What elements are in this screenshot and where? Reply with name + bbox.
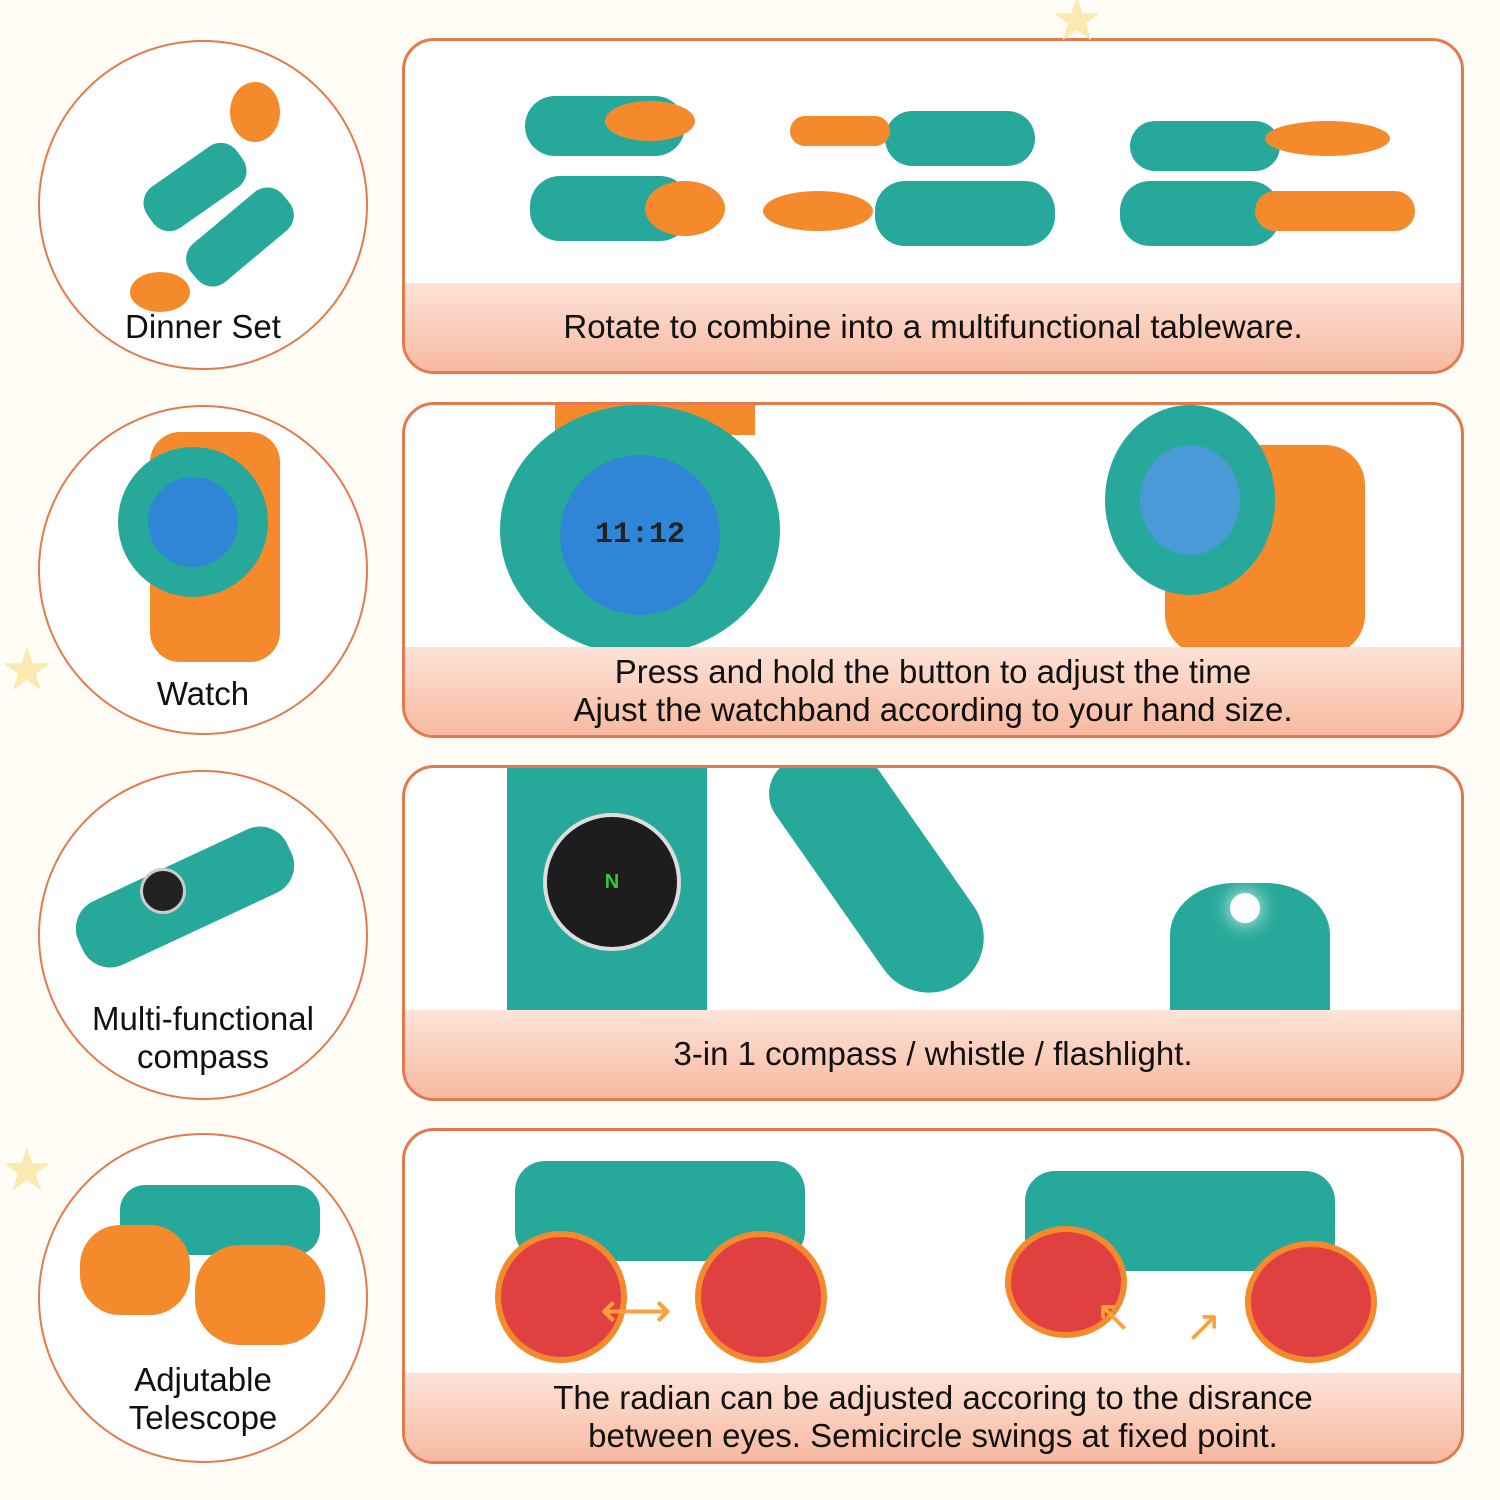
compass-thumbnail: Multi-functional compass: [38, 770, 368, 1100]
watch-panel: 11:12 Press and hold the button to adjus…: [402, 402, 1464, 738]
row-label: Dinner Set: [125, 308, 281, 345]
utensil-image: [645, 181, 725, 236]
caption-band: The radian can be adjusted accoring to t…: [405, 1373, 1461, 1461]
utensil-image: [605, 101, 695, 141]
utensil-image: [790, 116, 890, 146]
dinner-set-panel: Rotate to combine into a multifunctional…: [402, 38, 1464, 374]
binocular-lens-image: [195, 1245, 325, 1345]
binocular-lens-image: [80, 1225, 190, 1315]
utensil-image: [1130, 121, 1280, 171]
compass-dial: N: [543, 813, 681, 951]
row-label-line: compass: [136, 1038, 270, 1075]
binocular-lens-image: [695, 1231, 827, 1363]
row-label-line: Adjutable: [134, 1361, 272, 1398]
adjust-arrow-icon: ⟷: [600, 1282, 672, 1338]
utensil-image: [1265, 121, 1390, 156]
watch-screen-image: [148, 477, 238, 567]
row-label-line: Telescope: [128, 1399, 278, 1436]
caption-line: 3-in 1 compass / whistle / flashlight.: [673, 1035, 1193, 1072]
watch-display: 11:12: [560, 455, 720, 615]
whistle-image: [754, 768, 1006, 1015]
star-decoration: ★: [0, 1136, 54, 1203]
flashlight-light: [1230, 893, 1260, 923]
utensil-image: [1120, 181, 1280, 246]
telescope-thumbnail: Adjutable Telescope: [38, 1133, 368, 1463]
row-label: Watch: [156, 675, 250, 712]
swing-arrow-icon: ↗: [1185, 1302, 1222, 1351]
compass-dial-image: [140, 868, 186, 914]
spoon-image: [230, 82, 280, 142]
row-label: Multi-functional compass: [40, 1000, 366, 1076]
swing-arrow-icon: ↖: [1095, 1292, 1132, 1341]
star-decoration: ★: [1050, 0, 1104, 53]
star-decoration: ★: [0, 636, 54, 703]
row-label-line: Multi-functional: [92, 1000, 314, 1037]
caption-line: between eyes. Semicircle swings at fixed…: [588, 1417, 1278, 1454]
utensil-image: [885, 111, 1035, 166]
caption-band: Press and hold the button to adjust the …: [405, 647, 1461, 735]
dinner-set-thumbnail: Dinner Set: [38, 40, 368, 370]
compass-panel: N 3-in 1 compass / whistle / flashlight.: [402, 765, 1464, 1101]
binocular-lens-image: [1005, 1226, 1127, 1338]
caption-line: The radian can be adjusted accoring to t…: [553, 1379, 1313, 1416]
caption-band: 3-in 1 compass / whistle / flashlight.: [405, 1010, 1461, 1098]
utensil-image: [763, 191, 873, 231]
caption-band: Rotate to combine into a multifunctional…: [405, 283, 1461, 371]
binocular-lens-image: [1245, 1241, 1377, 1363]
row-label: Adjutable Telescope: [40, 1361, 366, 1437]
watch-thumbnail: Watch: [38, 405, 368, 735]
watch-screen-image: [1140, 445, 1240, 555]
utensil-image: [875, 181, 1055, 246]
telescope-panel: ⟷ ↖ ↗ The radian can be adjusted accorin…: [402, 1128, 1464, 1464]
caption-line: Rotate to combine into a multifunctional…: [563, 308, 1303, 345]
caption-line: Press and hold the button to adjust the …: [614, 653, 1252, 690]
utensil-image: [1255, 191, 1415, 231]
caption-line: Ajust the watchband according to your ha…: [573, 691, 1293, 728]
spork-image: [130, 272, 190, 312]
binocular-lens-image: [495, 1231, 627, 1363]
